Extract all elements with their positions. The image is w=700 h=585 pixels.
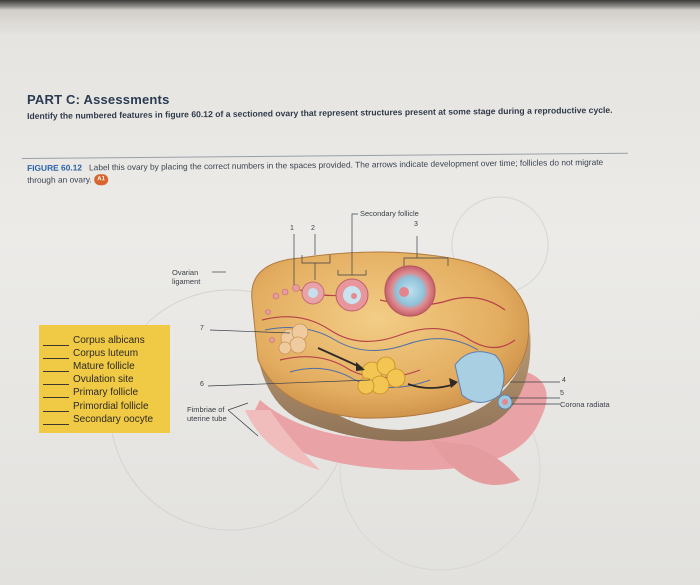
answer-label: Ovulation site	[73, 374, 134, 386]
secondary-follicle-label: Secondary follicle	[360, 209, 419, 218]
answer-row: Mature follicle	[43, 359, 166, 373]
answer-blank[interactable]	[43, 403, 69, 412]
corona-radiata-label: Corona radiata	[560, 400, 610, 409]
label-number-5: 5	[560, 390, 564, 397]
label-number-3: 3	[414, 221, 418, 228]
answer-label: Primordial follicle	[73, 400, 149, 412]
answer-label: Primary follicle	[73, 387, 139, 399]
answer-list-box: Corpus albicans Corpus luteum Mature fol…	[39, 325, 170, 433]
label-number-6: 6	[200, 381, 204, 388]
label-number-7: 7	[200, 325, 204, 332]
top-shadow-edge	[0, 0, 700, 10]
answer-blank[interactable]	[43, 416, 69, 425]
answer-blank[interactable]	[43, 363, 69, 373]
answer-blank[interactable]	[43, 337, 69, 347]
label-number-1: 1	[290, 225, 294, 232]
answer-label: Secondary oocyte	[73, 413, 154, 425]
label-number-4: 4	[562, 377, 566, 384]
answer-label: Corpus luteum	[73, 348, 139, 360]
answer-row: Corpus albicans	[43, 333, 166, 347]
answer-row: Corpus luteum	[43, 346, 166, 360]
fimbriae-label: Fimbriae of uterine tube	[187, 405, 227, 423]
label-number-2: 2	[311, 225, 315, 232]
answer-label: Mature follicle	[73, 361, 135, 373]
part-title: PART C: Assessments	[27, 92, 170, 107]
answer-label: Corpus albicans	[73, 335, 145, 347]
answer-row: Secondary oocyte	[43, 412, 166, 425]
uterine-tube-shape	[250, 370, 547, 470]
answer-blank[interactable]	[43, 389, 69, 399]
ovarian-ligament-label: Ovarian ligament	[172, 268, 201, 286]
answer-blank[interactable]	[43, 350, 69, 360]
answer-row: Ovulation site	[43, 372, 166, 386]
answer-blank[interactable]	[43, 376, 69, 386]
answer-row: Primordial follicle	[43, 398, 166, 412]
answer-row: Primary follicle	[43, 385, 166, 399]
